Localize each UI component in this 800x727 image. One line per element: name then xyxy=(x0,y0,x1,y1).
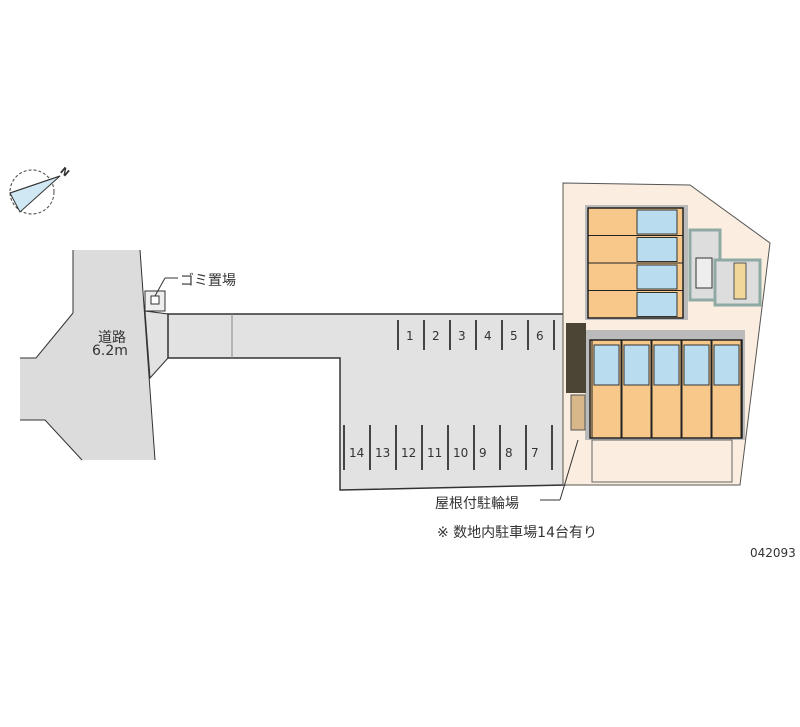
garbage-label: ゴミ置場 xyxy=(180,273,236,289)
parking-spot-2: 2 xyxy=(432,329,440,343)
parking-note: ※ 数地内駐車場14台有り xyxy=(437,525,597,541)
road-name: 道路 xyxy=(98,330,126,346)
bicycle-label: 屋根付駐輪場 xyxy=(435,496,519,512)
parking-spot-6: 6 xyxy=(536,329,544,343)
road-width: 6.2m xyxy=(92,343,128,359)
unit xyxy=(591,339,622,439)
parking-spot-13: 13 xyxy=(375,446,391,460)
parking-spot-9: 9 xyxy=(479,446,487,460)
parking-spot-1: 1 xyxy=(406,329,414,343)
unit xyxy=(681,339,712,439)
parking-spot-7: 7 xyxy=(531,446,539,460)
parking-spot-3: 3 xyxy=(458,329,466,343)
parking-spot-14: 14 xyxy=(349,446,365,460)
unit xyxy=(651,339,682,439)
road xyxy=(20,250,155,460)
unit xyxy=(621,339,652,439)
parking-spot-11: 11 xyxy=(427,446,443,460)
compass-icon xyxy=(9,169,61,215)
unit xyxy=(587,290,684,319)
parking-spot-12: 12 xyxy=(401,446,417,460)
roof-bicycle-parking xyxy=(566,323,586,393)
parking-spot-4: 4 xyxy=(484,329,492,343)
unit xyxy=(711,339,742,439)
parking-lot xyxy=(167,313,566,491)
parking-spot-5: 5 xyxy=(510,329,518,343)
plan-code: 042093 xyxy=(750,546,796,560)
stairs xyxy=(695,257,713,289)
parking-spot-10: 10 xyxy=(453,446,469,460)
parking-spot-8: 8 xyxy=(505,446,513,460)
